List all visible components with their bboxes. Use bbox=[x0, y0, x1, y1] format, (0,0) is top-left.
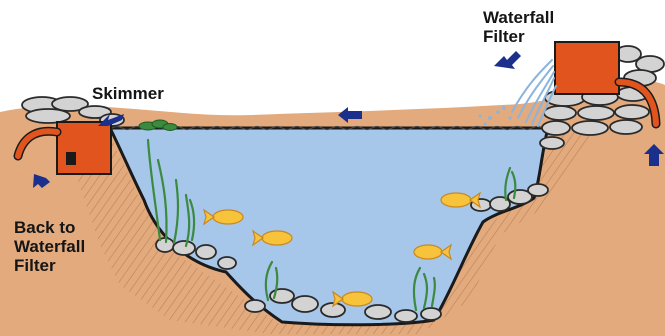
waterfall-filter-label: Waterfall Filter bbox=[483, 8, 554, 46]
back-to-filter-line-2: Waterfall bbox=[14, 237, 85, 256]
waterfall-filter-line-1: Waterfall bbox=[483, 8, 554, 27]
arrow-down-to-filter bbox=[494, 51, 521, 69]
waterfall-filter-line-2: Filter bbox=[483, 27, 554, 46]
back-to-filter-label: Back to Waterfall Filter bbox=[14, 218, 85, 275]
back-to-filter-line-1: Back to bbox=[14, 218, 85, 237]
back-to-filter-line-3: Filter bbox=[14, 256, 85, 275]
skimmer-label-text: Skimmer bbox=[92, 84, 164, 103]
skimmer-label: Skimmer bbox=[92, 84, 164, 103]
